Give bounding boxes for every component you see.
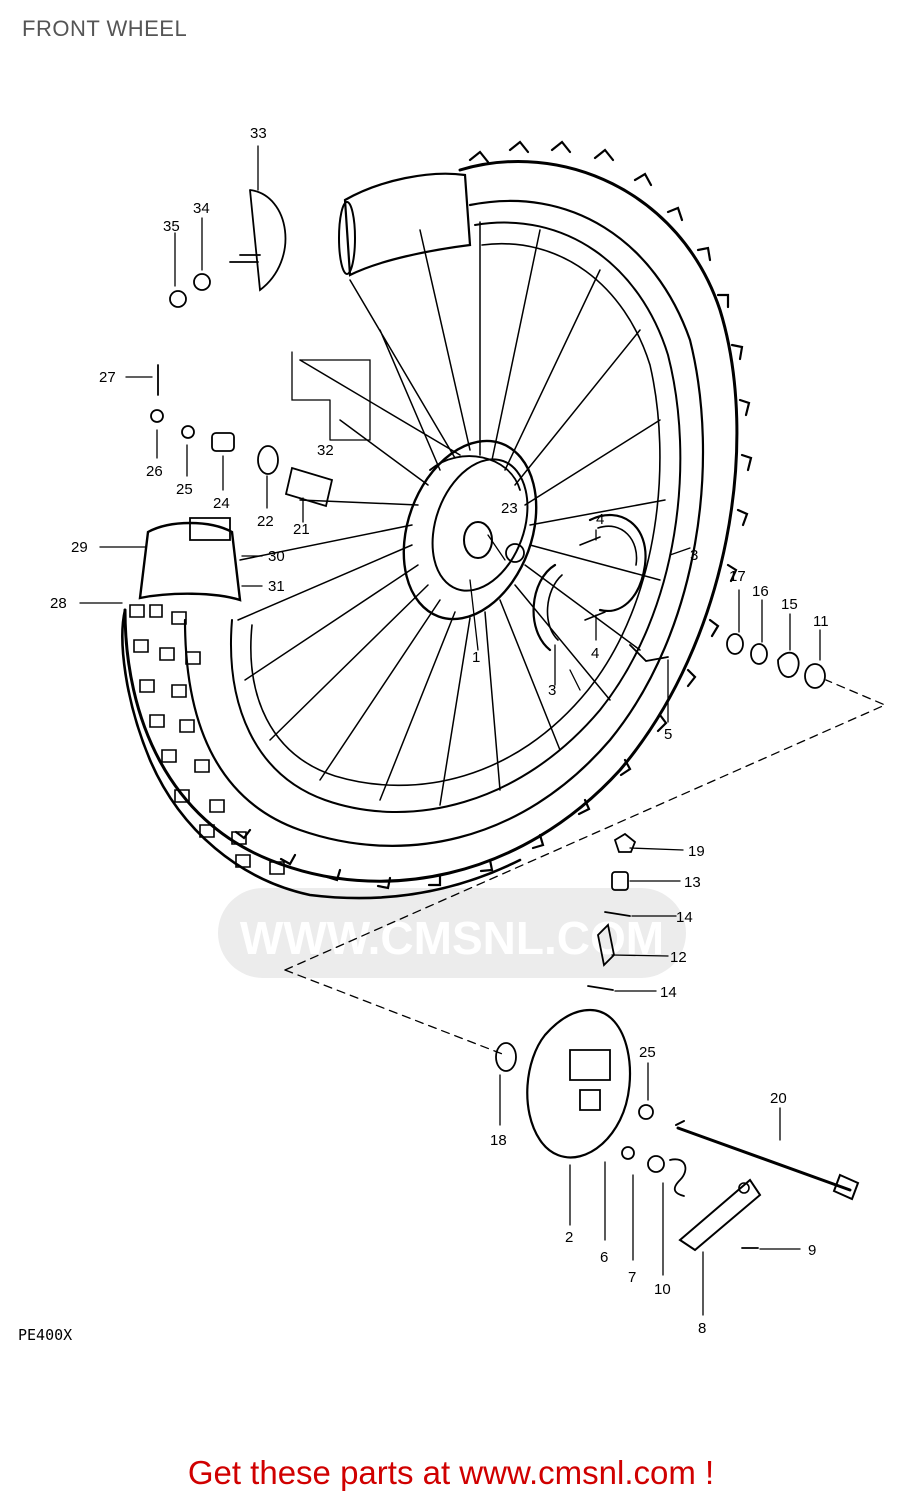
- model-code: PE400X: [18, 1326, 73, 1344]
- callout-16: 16: [752, 583, 769, 600]
- callout-19: 19: [688, 843, 705, 860]
- callout-4a: 4: [596, 511, 604, 528]
- callout-8: 8: [698, 1320, 706, 1337]
- watermark-text: WWW.CMSNL.COM: [240, 912, 664, 964]
- axle: [675, 1120, 860, 1201]
- rim: [230, 221, 682, 813]
- callout-14b: 14: [660, 984, 677, 1001]
- callout-4b: 4: [591, 645, 599, 662]
- leader-lines: [79, 145, 887, 1316]
- inner-tube: [338, 172, 472, 277]
- callout-5: 5: [664, 726, 672, 743]
- callout-29: 29: [71, 539, 88, 556]
- callouts: 33 34 35 27 26 25 24 22 21 32 23 29 30 3…: [50, 125, 829, 1337]
- spokes: [237, 221, 666, 806]
- callout-3b: 3: [690, 547, 698, 564]
- callout-30: 30: [268, 548, 285, 565]
- callout-21: 21: [293, 521, 310, 538]
- callout-15: 15: [781, 596, 798, 613]
- parts-link-banner[interactable]: Get these parts at www.cmsnl.com !: [187, 1454, 715, 1491]
- rim-band: [138, 517, 242, 602]
- callout-13: 13: [684, 874, 701, 891]
- callout-3a: 3: [548, 682, 556, 699]
- callout-33: 33: [250, 125, 267, 142]
- callout-28: 28: [50, 595, 67, 612]
- callout-9: 9: [808, 1242, 816, 1259]
- brake-shoes: [532, 514, 647, 652]
- callout-27: 27: [99, 369, 116, 386]
- small-parts: [150, 189, 826, 1249]
- callout-25b: 25: [639, 1044, 656, 1061]
- callout-18: 18: [490, 1132, 507, 1149]
- brake-panel: [526, 1008, 632, 1159]
- callout-32: 32: [317, 442, 334, 459]
- callout-25: 25: [176, 481, 193, 498]
- callout-31: 31: [268, 578, 285, 595]
- callout-20: 20: [770, 1090, 787, 1107]
- brake-arm: [678, 1178, 762, 1252]
- callout-11: 11: [813, 613, 829, 630]
- callout-35: 35: [163, 218, 180, 235]
- callout-10: 10: [654, 1281, 671, 1298]
- callout-6: 6: [600, 1249, 608, 1266]
- hub: [402, 439, 538, 621]
- callout-26: 26: [146, 463, 163, 480]
- callout-24: 24: [213, 495, 230, 512]
- callout-12: 12: [670, 949, 687, 966]
- page-title: FRONT WHEEL: [22, 16, 188, 41]
- callout-2: 2: [565, 1229, 573, 1246]
- callout-17: 17: [729, 568, 746, 585]
- callout-7: 7: [628, 1269, 636, 1286]
- callout-34: 34: [193, 200, 210, 217]
- callout-14a: 14: [676, 909, 693, 926]
- tire: [121, 140, 753, 900]
- callout-22: 22: [257, 513, 274, 530]
- callout-1: 1: [472, 649, 480, 666]
- watermark: WWW.CMSNL.COM: [218, 888, 686, 978]
- callout-23: 23: [501, 500, 518, 517]
